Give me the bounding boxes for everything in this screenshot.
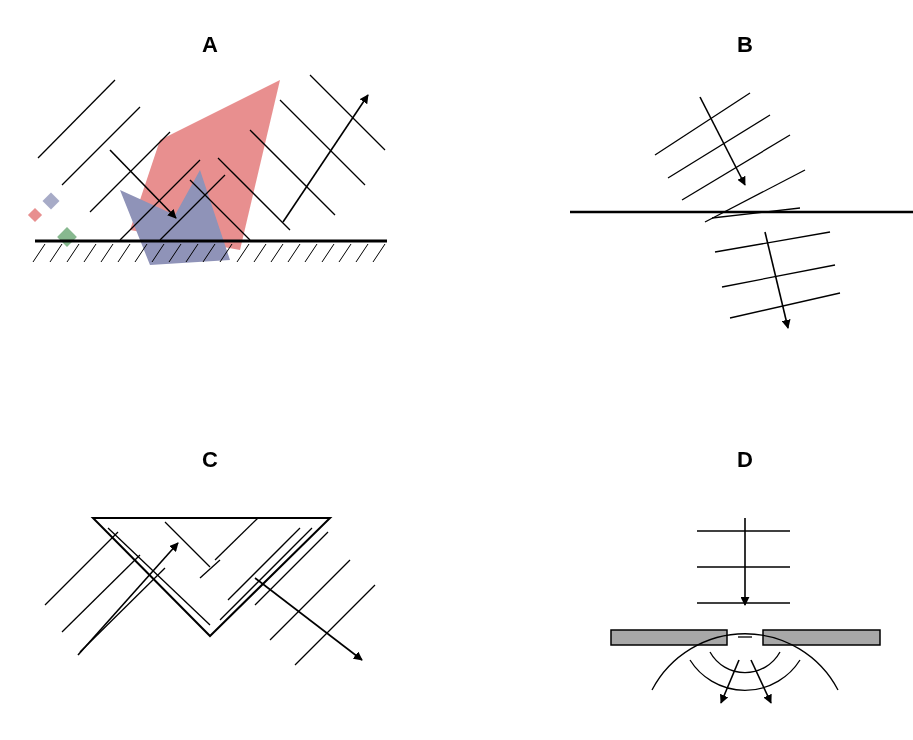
- prism-figure: [45, 518, 375, 665]
- panel-letter: D: [737, 449, 753, 471]
- reflection-figure: [33, 75, 387, 262]
- panel-letter: A: [202, 34, 218, 56]
- watermark-shapes: [28, 80, 280, 265]
- diffraction-figure: [611, 518, 880, 703]
- panel-letter: C: [202, 449, 218, 471]
- refraction-figure: [570, 93, 913, 328]
- panel-letter: B: [737, 34, 753, 56]
